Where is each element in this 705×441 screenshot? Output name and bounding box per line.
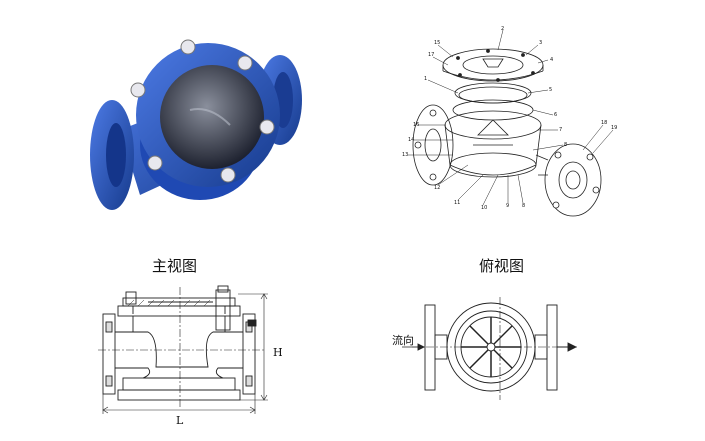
svg-text:6: 6 [554, 112, 557, 118]
valve-photo [80, 35, 305, 215]
svg-text:8: 8 [522, 203, 525, 209]
flow-direction-label: 流向 [392, 334, 414, 347]
svg-text:4: 4 [550, 57, 553, 63]
top-view-drawing [392, 295, 592, 405]
svg-text:18: 18 [601, 120, 607, 126]
svg-text:19: 19 [611, 125, 617, 131]
svg-text:12: 12 [434, 185, 440, 191]
flow-arrow-icon [567, 342, 578, 352]
exploded-drawing: 2 3 4 15 17 1 5 6 16 7 14 8 13 12 11 10 9 8 18 19 [398, 25, 628, 220]
svg-text:9: 9 [506, 203, 509, 209]
svg-text:3: 3 [539, 40, 542, 46]
svg-text:2: 2 [501, 26, 504, 32]
svg-text:8: 8 [564, 142, 567, 148]
svg-text:1: 1 [424, 76, 427, 82]
top-view-caption: 俯视图 [479, 257, 525, 275]
height-dimension-label: H [273, 346, 283, 359]
svg-text:17: 17 [428, 52, 434, 58]
svg-text:16: 16 [413, 122, 419, 128]
front-view-drawing: H L [88, 282, 303, 434]
svg-text:10: 10 [481, 205, 487, 211]
svg-text:11: 11 [454, 200, 460, 206]
svg-text:7: 7 [559, 127, 562, 133]
svg-text:14: 14 [408, 137, 414, 143]
svg-text:13: 13 [402, 152, 408, 158]
svg-text:15: 15 [434, 40, 440, 46]
length-dimension-label: L [176, 414, 184, 427]
svg-text:5: 5 [549, 87, 552, 93]
front-view-caption: 主视图 [152, 257, 198, 275]
